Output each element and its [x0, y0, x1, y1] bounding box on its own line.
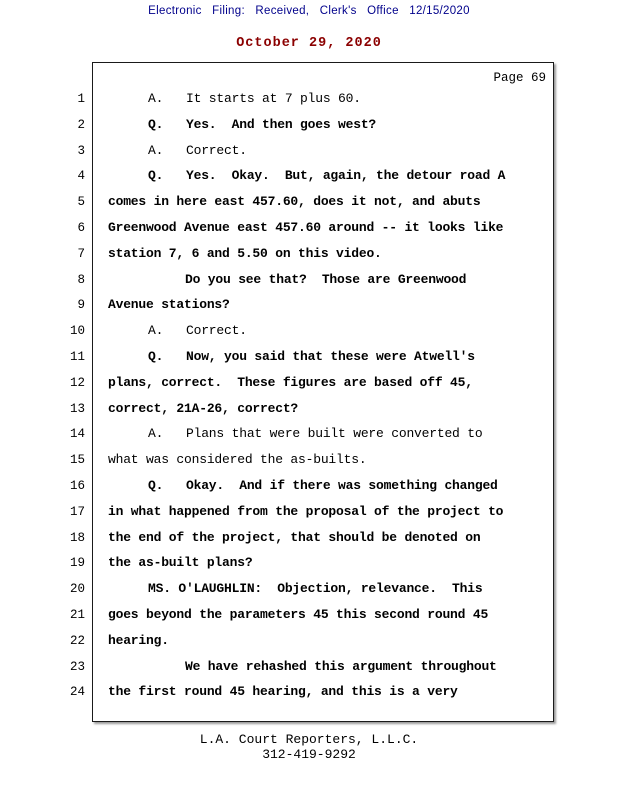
transcript-line-row: 16 Q. Okay. And if there was something ch…	[60, 478, 554, 504]
reporter-footer: L.A. Court Reporters, L.L.C. 312-419-929…	[0, 732, 618, 762]
line-number: 15	[69, 453, 85, 468]
transcript-line-row: 6 Greenwood Avenue east 457.60 around -- …	[60, 220, 554, 246]
transcript-line-row: 7 station 7, 6 and 5.50 on this video.	[60, 246, 554, 272]
line-number: 16	[69, 478, 85, 493]
line-text: plans, correct. These figures are based …	[108, 374, 473, 390]
line-number: 12	[69, 375, 85, 390]
line-text: what was considered the as-builts.	[108, 452, 367, 468]
line-text: the as-built plans?	[108, 555, 253, 571]
line-number: 13	[69, 401, 85, 416]
line-number: 18	[69, 530, 85, 545]
transcript-line-row: 23 We have rehashed this argument through…	[60, 659, 554, 685]
line-text: station 7, 6 and 5.50 on this video.	[108, 245, 382, 261]
line-number: 10	[69, 324, 85, 339]
transcript-line-row: 15 what was considered the as-builts.	[60, 452, 554, 478]
transcript-line-row: 21 goes beyond the parameters 45 this sec…	[60, 607, 554, 633]
transcript-page-border	[92, 62, 554, 722]
page-number-label: Page 69	[493, 71, 546, 85]
line-number: 22	[69, 633, 85, 648]
line-text: Q. Yes. Okay. But, again, the detour roa…	[148, 168, 506, 184]
line-text: A. Correct.	[148, 142, 247, 158]
line-text: A. Correct.	[148, 323, 247, 339]
line-number: 5	[77, 195, 85, 210]
transcript-line-row: 17 in what happened from the proposal of …	[60, 504, 554, 530]
transcript-line-row: 24 the first round 45 hearing, and this i…	[60, 684, 554, 710]
transcript-line-row: 18 the end of the project, that should be…	[60, 530, 554, 556]
transcript-line-row: 4 Q. Yes. Okay. But, again, the detour ro…	[60, 168, 554, 194]
transcript-line-row: 5 comes in here east 457.60, does it not,…	[60, 194, 554, 220]
line-number: 7	[77, 246, 85, 261]
transcript-line-row: 12 plans, correct. These figures are base…	[60, 375, 554, 401]
line-number: 21	[69, 607, 85, 622]
line-number: 8	[77, 272, 85, 287]
line-text: goes beyond the parameters 45 this secon…	[108, 606, 489, 622]
transcript-line-row: 22 hearing.	[60, 633, 554, 659]
line-text: A. It starts at 7 plus 60.	[148, 91, 361, 106]
line-text: comes in here east 457.60, does it not, …	[108, 194, 481, 210]
line-text: MS. O'LAUGHLIN: Objection, relevance. Th…	[148, 581, 483, 597]
line-text: in what happened from the proposal of th…	[108, 503, 504, 519]
line-text: Q. Okay. And if there was something chan…	[148, 477, 498, 493]
line-number: 19	[69, 556, 85, 571]
transcript-line-row: 10 A. Correct.	[60, 323, 554, 349]
line-number: 24	[69, 685, 85, 700]
line-text: the end of the project, that should be d…	[108, 529, 481, 545]
transcript-line-row: 8 Do you see that? Those are Greenwood	[60, 272, 554, 298]
line-text: Q. Yes. And then goes west?	[148, 116, 377, 132]
transcript-line-row: 1 A. It starts at 7 plus 60.	[60, 91, 554, 117]
line-text: Q. Now, you said that these were Atwell'…	[148, 348, 475, 364]
line-text: correct, 21A-26, correct?	[108, 400, 299, 416]
line-number: 4	[77, 169, 85, 184]
transcript-line-row: 20 MS. O'LAUGHLIN: Objection, relevance. …	[60, 581, 554, 607]
line-number: 2	[77, 117, 85, 132]
transcript-line-row: 9 Avenue stations?	[60, 297, 554, 323]
line-number: 23	[69, 659, 85, 674]
transcript-lines: 1 A. It starts at 7 plus 60. 2 Q. Yes. And …	[60, 91, 554, 710]
line-number: 11	[69, 349, 85, 364]
line-number: 20	[69, 582, 85, 597]
transcript-line-row: 3 A. Correct.	[60, 143, 554, 169]
line-number: 9	[77, 298, 85, 313]
transcript-line-row: 2 Q. Yes. And then goes west?	[60, 117, 554, 143]
hearing-date: October 29, 2020	[236, 36, 382, 51]
reporter-company: L.A. Court Reporters, L.L.C.	[199, 732, 419, 747]
line-text: Do you see that? Those are Greenwood	[185, 271, 467, 287]
line-text: hearing.	[108, 632, 169, 648]
transcript-line-row: 11 Q. Now, you said that these were Atwel…	[60, 349, 554, 375]
line-text: the first round 45 hearing, and this is …	[108, 684, 458, 700]
transcript-line-row: 19 the as-built plans?	[60, 555, 554, 581]
line-number: 14	[69, 427, 85, 442]
line-text: Greenwood Avenue east 457.60 around -- i…	[108, 219, 504, 235]
line-number: 17	[69, 504, 85, 519]
line-text: Avenue stations?	[108, 297, 230, 313]
transcript-line-row: 13 correct, 21A-26, correct?	[60, 401, 554, 427]
line-number: 3	[77, 143, 85, 158]
efiling-stamp: Electronic Filing: Received, Clerk's Off…	[148, 5, 470, 17]
line-text: We have rehashed this argument throughou…	[185, 658, 497, 674]
line-number: 1	[77, 92, 85, 106]
transcript-line-row: 14 A. Plans that were built were converte…	[60, 426, 554, 452]
line-number: 6	[77, 220, 85, 235]
line-text: A. Plans that were built were converted …	[148, 426, 483, 442]
reporter-phone: 312-419-9292	[262, 746, 356, 762]
